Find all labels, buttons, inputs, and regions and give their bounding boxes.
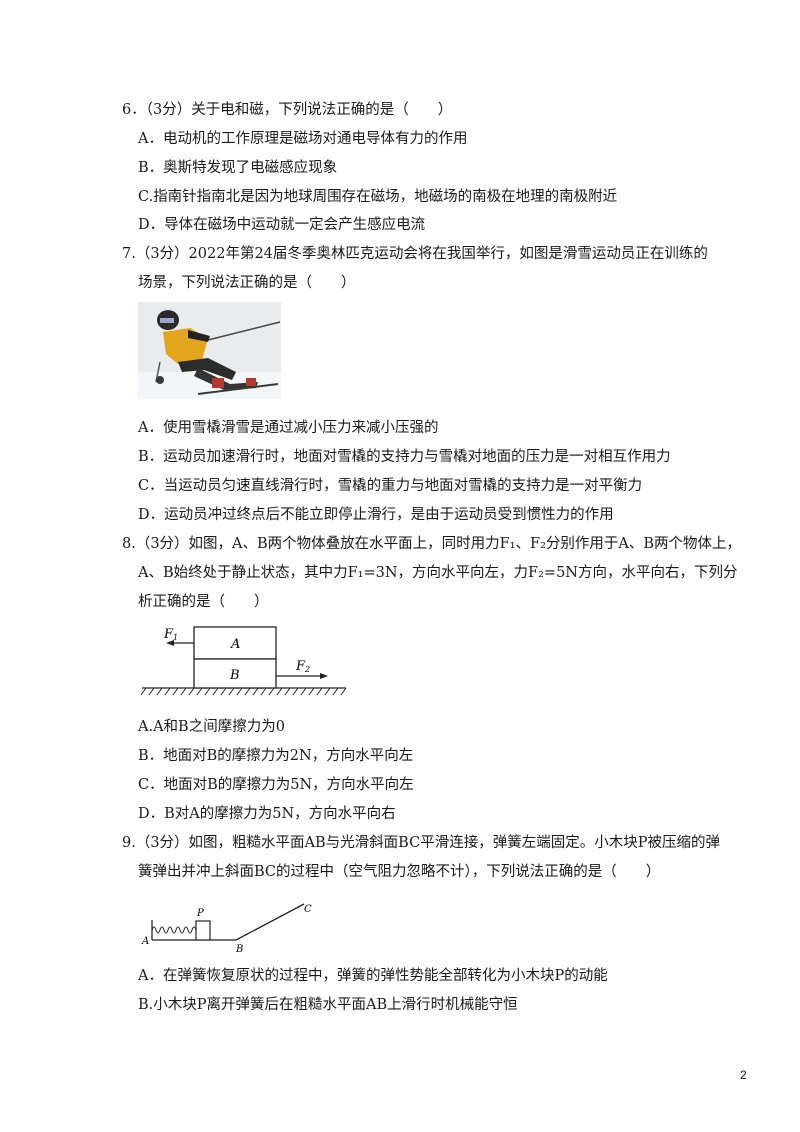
label-a: A bbox=[141, 936, 149, 947]
q9-stem-line2: 簧弹出并冲上斜面BC的过程中（空气阻力忽略不计），下列说法正确的是（ ） bbox=[138, 864, 661, 880]
q8-stem-line1: 8.（3分）如图，A、B两个物体叠放在水平面上，同时用力F₁、F₂分别作用于A、… bbox=[122, 536, 742, 552]
q6-option-b: B．奥斯特发现了电磁感应现象 bbox=[138, 160, 338, 176]
label-c: C bbox=[304, 904, 312, 915]
block-p bbox=[195, 920, 211, 941]
stacked-blocks-diagram: A B F1 F2 bbox=[140, 626, 347, 696]
q6-option-a: A．电动机的工作原理是磁场对通电导体有力的作用 bbox=[138, 131, 468, 147]
block-a bbox=[193, 626, 277, 660]
q9-option-b: B.小木块P离开弹簧后在粗糙水平面AB上滑行时机械能守恒 bbox=[138, 997, 518, 1013]
q7-option-b: B．运动员加速滑行时，地面对雪橇的支持力与雪橇对地面的压力是一对相互作用力 bbox=[138, 449, 671, 465]
q8-stem-line2: A、B始终处于静止状态，其中力F₁=3N，方向水平向左，力F₂=5N方向，水平向… bbox=[138, 565, 738, 581]
q8-stem-line3: 析正确的是（ ） bbox=[138, 594, 269, 610]
incline-bc bbox=[235, 903, 305, 941]
q9-stem-line1: 9.（3分）如图，粗糙水平面AB与光滑斜面BC平滑连接，弹簧左端固定。小木块P被… bbox=[122, 835, 720, 851]
q7-stem-line2: 场景，下列说法正确的是（ ） bbox=[138, 275, 356, 291]
q7-stem-line1: 7.（3分）2022年第24届冬季奥林匹克运动会将在我国举行，如图是滑雪运动员正… bbox=[122, 246, 708, 262]
q8-option-c: C．地面对B的摩擦力为5N，方向水平向左 bbox=[138, 777, 414, 793]
q7-option-a: A．使用雪橇滑雪是通过减小压力来减小压强的 bbox=[138, 420, 439, 436]
force-f1-arrow bbox=[166, 640, 194, 646]
q6-stem: 6．（3分）关于电和磁，下列说法正确的是（ ） bbox=[122, 102, 453, 118]
block-b bbox=[193, 658, 277, 689]
skier-photo bbox=[138, 302, 281, 399]
q6-option-c: C.指南针指南北是因为地球周围存在磁场，地磁场的南极在地理的南极附近 bbox=[138, 189, 618, 205]
q9-option-a: A．在弹簧恢复原状的过程中，弹簧的弹性势能全部转化为小木块P的动能 bbox=[138, 968, 608, 984]
page-number: 2 bbox=[740, 1068, 747, 1082]
q7-option-d: D．运动员冲过终点后不能立即停止滑行，是由于运动员受到惯性力的作用 bbox=[138, 507, 614, 523]
label-p: P bbox=[196, 908, 204, 919]
q8-option-b: B．地面对B的摩擦力为2N，方向水平向左 bbox=[138, 748, 414, 764]
block-a-label: A bbox=[230, 637, 240, 652]
spring-incline-diagram: P A B C bbox=[141, 903, 312, 952]
spring bbox=[151, 926, 197, 934]
force-f2-arrow bbox=[276, 673, 328, 679]
q8-option-a: A.A和B之间摩擦力为0 bbox=[138, 719, 285, 735]
label-b: B bbox=[235, 944, 243, 952]
force-f1-label: F1 bbox=[163, 627, 178, 642]
q7-option-c: C．当运动员匀速直线滑行时，雪橇的重力与地面对雪橇的支持力是一对平衡力 bbox=[138, 478, 643, 494]
q6-option-d: D．导体在磁场中运动就一定会产生感应电流 bbox=[138, 217, 426, 233]
force-f2-label: F2 bbox=[295, 659, 310, 674]
block-b-label: B bbox=[229, 668, 240, 683]
q8-option-d: D．B对A的摩擦力为5N，方向水平向右 bbox=[138, 806, 396, 822]
ground-hatching bbox=[140, 687, 347, 696]
